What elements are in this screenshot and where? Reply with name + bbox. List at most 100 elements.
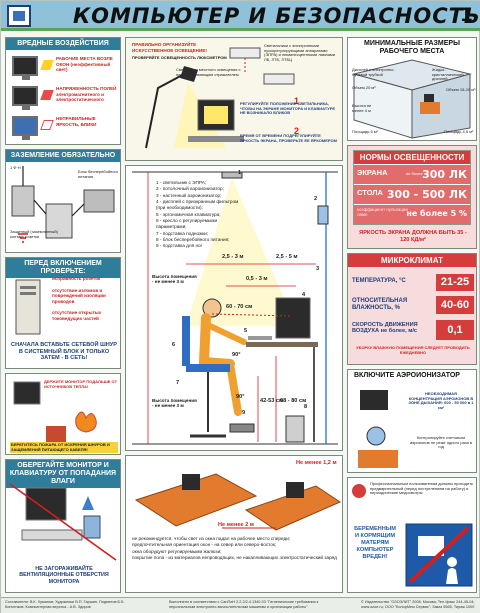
- workplace-label: Площадь 6 м²: [352, 129, 378, 134]
- diagram-number: 5: [244, 328, 248, 334]
- medical-cross-icon: [352, 484, 366, 498]
- check-item: исправность розеток: [52, 276, 101, 281]
- ups-icon: [285, 415, 305, 443]
- legend-item: 7 - подставка подножки;: [156, 230, 209, 236]
- glare-star-icon: [40, 120, 54, 130]
- norm-row-screen: ЭКРАНА не более 300 ЛК: [354, 164, 470, 184]
- norm-label: ЭКРАНА: [357, 168, 388, 177]
- desk-top-icon: [246, 342, 318, 347]
- legend-item: 1 - светильник с ЭПРА;: [156, 180, 207, 185]
- before-switch-title: ПЕРЕД ВКЛЮЧЕНИЕМ ПРОВЕРЬТЕ:: [6, 258, 120, 279]
- legend-item: 8 - блок бесперебойного питания;: [156, 237, 230, 243]
- workplace-diagram-panel: 1 - светильник с ЭПРА; 2 - потолочный аэ…: [125, 165, 343, 451]
- microclimate-value: 40-60: [436, 296, 474, 314]
- cable-line: [33, 199, 85, 217]
- dimension-label: Высота помещения - не менее 3 м: [152, 398, 197, 408]
- harmful-item-label: РАБОЧИЕ МЕСТА ВОЗЛЕ ОКОН (неэффективный …: [56, 56, 113, 72]
- prohibit-slash-icon: [408, 526, 470, 584]
- monitor-icon: [13, 381, 41, 405]
- desk-lamp-icon: [180, 66, 198, 82]
- lighting-note: РЕГУЛИРУЙТЕ ПОЛОЖЕНИЕ СВЕТИЛЬНИКА, ЧТОБЫ…: [240, 101, 336, 116]
- diagram-number: 7: [176, 380, 180, 386]
- poster-title: КОМПЬЮТЕР И БЕЗОПАСНОСТЬ: [73, 4, 480, 28]
- lighting-illustration: [145, 47, 295, 149]
- ups-icon: [83, 189, 115, 213]
- dimension-label: 68 - 80 см: [280, 398, 307, 404]
- desk-lamp-arm: [145, 71, 189, 149]
- lighting-note: Светильники с электронными пускорегулиру…: [264, 43, 336, 62]
- monitor-icon: [12, 116, 38, 140]
- keyboard-icon: [188, 136, 244, 142]
- diagram-number: 9: [242, 410, 246, 416]
- workplace-size-title: МИНИМАЛЬНЫЕ РАЗМЕРЫ РАБОЧЕГО МЕСТА: [348, 38, 476, 59]
- water-drop-icon: [82, 496, 94, 510]
- wet-cleaning-note: УБОРКУ ВЛАЖНУЮ ПОМЕЩЕНИЯ СЛЕДУЕТ ПРОВОДИ…: [356, 345, 470, 355]
- screen-glare-icon: [204, 106, 228, 124]
- monitor-icon: [275, 297, 311, 339]
- norm-label: СТОЛА: [357, 188, 383, 197]
- grounding-diagram: [11, 166, 115, 243]
- ionizer-title: ВКЛЮЧИТЕ АЭРОИОНИЗАТОР: [348, 370, 476, 383]
- check-item: отсутствие открытых токоведущих частей: [52, 310, 102, 321]
- legend-item: 6 - кресло с регулируемыми параметрами;: [156, 218, 218, 230]
- harmful-item-glare: НЕПРАВИЛЬНЫЕ ЯРКОСТЬ, БЛИКИ: [10, 114, 118, 140]
- keyboard-icon: [21, 529, 83, 541]
- dimension-label: 90°: [236, 394, 245, 400]
- diagram-number: 4: [302, 292, 306, 298]
- operator-arm: [207, 323, 247, 345]
- before-switch-panel: ПЕРЕД ВКЛЮЧЕНИЕМ ПРОВЕРЬТЕ: исправность …: [5, 257, 121, 369]
- illumination-norms-title: НОРМЫ ОСВЕЩЕННОСТИ: [354, 151, 470, 164]
- eye-line: [211, 313, 293, 317]
- lighting-note: ВРЕМЯ ОТ ВРЕМЕНИ ПОДРЕГУЛИРУЙТЕ ЯРКОСТЬ …: [240, 133, 337, 143]
- norm-value: 300 ЛК: [422, 168, 467, 181]
- monitor-icon: [25, 487, 67, 521]
- moisture-panel: ОБЕРЕГАЙТЕ МОНИТОР И КЛАВИАТУРУ ОТ ПОПАД…: [5, 459, 121, 593]
- dimension-label: 2,5 - 5 м: [276, 254, 298, 260]
- harmful-effects-title: ВРЕДНЫЕ ВОЗДЕЙСТВИЯ: [6, 38, 120, 51]
- microclimate-panel: МИКРОКЛИМАТ ТЕМПЕРАТУРА, °С 21-25 ОТНОСИ…: [347, 253, 477, 365]
- ion-concentration-note: НЕОБХОДИМАЯ КОНЦЕНТРАЦИЯ АЭРОИОНОВ В ЗОН…: [408, 391, 474, 410]
- norm-row-pulsation: коэффициент пульсации ламп не более 5 %: [354, 204, 470, 224]
- cable-fire-warning: БЕРЕГИТЕСЬ ПОЖАРА ОТ ИСКРЕНИЯ ШНУРОВ И З…: [10, 442, 118, 454]
- check-item: отсутствие изломов и повреждений изоляци…: [52, 287, 106, 304]
- grounding-panel: ЗАЗЕМЛЕНИЕ ОБЯЗАТЕЛЬНО 1 Ф·Н Блок беспер…: [5, 149, 121, 253]
- illumination-norms-panel: НОРМЫ ОСВЕЩЕННОСТИ ЭКРАНА не более 300 Л…: [347, 145, 477, 249]
- moisture-title: ОБЕРЕГАЙТЕ МОНИТОР И КЛАВИАТУРУ ОТ ПОПАД…: [6, 460, 120, 489]
- keyboard-icon: [248, 336, 272, 340]
- monitor-icon: [12, 86, 38, 110]
- workplace-size-panel: МИНИМАЛЬНЫЕ РАЗМЕРЫ РАБОЧЕГО МЕСТА Диспл…: [347, 37, 477, 141]
- room-rule: покрытие пола - из материалов непроводящ…: [132, 555, 337, 561]
- workplace-label: Дисплей с электронно-лучевой трубкой: [352, 67, 395, 77]
- wall-ionizer-icon: [317, 205, 329, 225]
- workplace-label: Жидко-кристаллический дисплей: [432, 67, 464, 82]
- fire-hazard-panel: ДЕРЖИТЕ МОНИТОР ПОДАЛЬШЕ ОТ ИСТОЧНИКОВ Т…: [5, 373, 121, 455]
- room-layout-panel: Не менее 2 м Не менее 1,2 м не рекоменду…: [125, 455, 343, 593]
- chair-seat-icon: [186, 364, 230, 372]
- harmful-item-window: РАБОЧИЕ МЕСТА ВОЗЛЕ ОКОН (неэффективный …: [10, 54, 118, 80]
- ionizer-panel: ВКЛЮЧИТЕ АЭРОИОНИЗАТОР НЕОБХОДИМАЯ КОНЦЕ…: [347, 369, 477, 473]
- operator-leg: [226, 360, 242, 416]
- pregnant-woman-icon: [446, 568, 458, 584]
- cup-icon: [83, 515, 101, 539]
- sun-glare-icon: [40, 60, 54, 70]
- moisture-illustration: [9, 483, 117, 561]
- norm-qualifier: коэффициент пульсации ламп: [357, 207, 408, 217]
- workplace-size-illustration: [352, 59, 472, 139]
- harmful-item-label: НЕПРАВИЛЬНЫЕ ЯРКОСТЬ, БЛИКИ: [56, 116, 97, 127]
- room-rule: окна оборудуют регулируемыми жалюзи;: [132, 548, 222, 554]
- plug-order-notice: СНАЧАЛА ВСТАВЬТЕ СЕТЕВОЙ ШНУР В СИСТЕМНЫ…: [11, 342, 117, 362]
- dimension-label: 60 - 70 см: [226, 304, 253, 310]
- lighting-note: ПРАВИЛЬНО ОРГАНИЗУЙТЕ ИСКУССТВЕННОЕ ОСВЕ…: [132, 42, 207, 53]
- microclimate-label: ОТНОСИТЕЛЬНАЯ ВЛАЖНОСТЬ, %: [352, 298, 408, 311]
- norm-value: не более 5 %: [406, 209, 467, 218]
- heat-source-warning: ДЕРЖИТЕ МОНИТОР ПОДАЛЬШЕ ОТ ИСТОЧНИКОВ Т…: [44, 379, 118, 389]
- ionizer-illustration: [358, 390, 398, 468]
- lighting-panel: ПРАВИЛЬНО ОРГАНИЗУЙТЕ ИСКУССТВЕННОЕ ОСВЕ…: [125, 37, 343, 161]
- diagram-number: 3: [316, 266, 320, 272]
- norm-row-desk: СТОЛА 300 - 500 ЛК: [354, 184, 470, 204]
- ion-check-note: Контролируйте счетчиком аэроионов не реж…: [409, 435, 473, 450]
- dimension-label: 0,5 - 3 м: [246, 276, 268, 282]
- dimension-label: 90°: [232, 352, 241, 358]
- footer-publisher: © Издательство "ОЗОЭЛИТ" 2008, Москва; Т…: [361, 600, 475, 609]
